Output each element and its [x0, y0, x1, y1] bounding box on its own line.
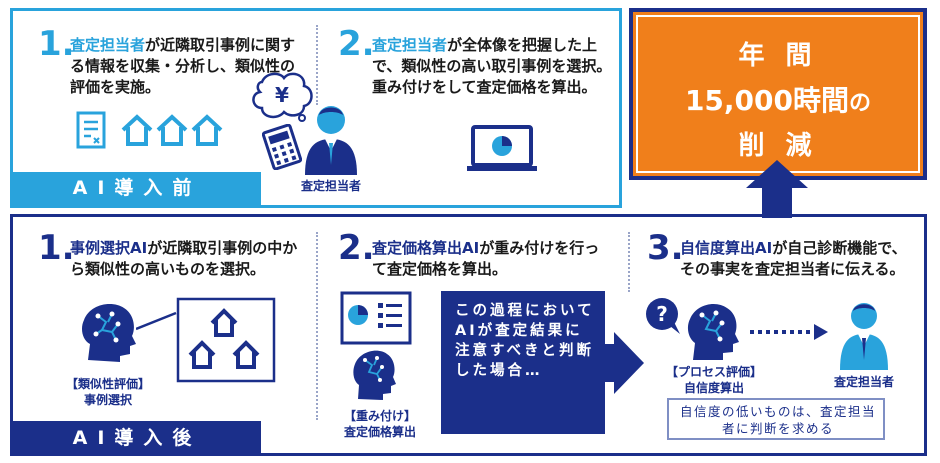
after-divider-2: [628, 232, 630, 292]
after-step3-number: 3.: [647, 228, 684, 268]
calculator-icon: [262, 124, 302, 170]
result-line2: 15,000時間の: [638, 79, 918, 119]
document-icon: [76, 111, 106, 149]
before-step2-desc: が全体像を把握した上で、類似性の高い取引事例を選択。重み付けをして査定価格を算出…: [372, 36, 612, 96]
after-step1-caption: 【類似性評価】 事例選択: [56, 376, 160, 408]
question-icon: ?: [646, 298, 680, 334]
after-step1-number: 1.: [38, 228, 75, 268]
ai-note-text: この過程においてAIが査定結果に注意すべきと判断した場合…: [455, 303, 595, 379]
after-step1-text: 事例選択AIが近隣取引事例の中から類似性の高いものを選択。: [70, 238, 304, 280]
confidence-note-box: 自信度の低いものは、査定担当者に判断を求める: [667, 398, 885, 440]
result-particle: の: [849, 91, 872, 116]
before-label: AI導入前: [13, 172, 261, 205]
after-step3-caption: 【プロセス評価】 自信度算出: [662, 364, 766, 396]
after-divider-1: [316, 232, 318, 420]
thought-bubble-yen-icon: ¥: [252, 72, 313, 122]
yen-glyph: ¥: [275, 83, 289, 107]
after-step2-caption1: 【重み付け】: [343, 409, 416, 423]
after-step2-caption2: 査定価格算出: [343, 425, 416, 439]
before-divider: [316, 25, 318, 105]
laptop-chart-icon: [467, 125, 537, 171]
person-icon-2: [840, 303, 888, 370]
ai-head-icon-3: [687, 303, 739, 360]
after-step3-role: 自信度算出AI: [680, 239, 773, 257]
after-step1-desc: が近隣取引事例の中から類似性の高いものを選択。: [70, 239, 298, 278]
before-step1-number: 1.: [38, 24, 75, 64]
arrow-right-icon: [600, 332, 644, 394]
before-step1-text: 査定担当者が近隣取引事例に関する情報を収集・分析し、類似性の評価を実施。: [70, 35, 300, 98]
before-step2-text: 査定担当者が全体像を把握した上で、類似性の高い取引事例を選択。重み付けをして査定…: [372, 35, 612, 98]
after-step2-text: 査定価格算出AIが重み付けを行って査定価格を算出。: [372, 238, 612, 280]
report-icon: [340, 291, 412, 345]
before-step2-role: 査定担当者: [372, 36, 448, 54]
after-step2-role: 査定価格算出AI: [372, 239, 480, 257]
ai-note-box: この過程においてAIが査定結果に注意すべきと判断した場合…: [441, 291, 605, 434]
result-hours: 15,000: [684, 84, 794, 117]
after-step3-caption1: 【プロセス評価】: [665, 365, 762, 379]
confidence-note-text: 自信度の低いものは、査定担当者に判断を求める: [679, 404, 876, 436]
after-step1-role: 事例選択AI: [70, 239, 148, 257]
before-step2-number: 2.: [338, 24, 375, 64]
houses-icon: [121, 114, 223, 146]
result-line3: 削 減: [738, 131, 818, 161]
result-line1: 年 間: [738, 41, 818, 71]
person-icon: [305, 106, 357, 175]
result-inner: 年 間 15,000時間の 削 減: [636, 15, 920, 173]
arrow-up-stem: [762, 210, 792, 218]
before-step1-desc: が近隣取引事例に関する情報を収集・分析し、類似性の評価を実施。: [70, 36, 296, 96]
after-label: AI導入後: [13, 421, 261, 455]
after-step1-caption1: 【類似性評価】: [65, 377, 150, 391]
after-step2-number: 2.: [338, 228, 375, 268]
result-unit: 時間: [793, 84, 850, 117]
after-step3-desc: が自己診断機能で、その事実を査定担当者に伝える。: [680, 239, 907, 278]
result-box: 年 間 15,000時間の 削 減: [629, 8, 927, 180]
after-person-caption: 査定担当者: [833, 375, 894, 389]
after-step2-desc: が重み付けを行って査定価格を算出。: [372, 239, 600, 278]
before-step1-role: 査定担当者: [70, 36, 146, 54]
house-icon: [176, 297, 276, 383]
after-step3-text: 自信度算出AIが自己診断機能で、その事実を査定担当者に伝える。: [680, 238, 912, 280]
question-glyph: ?: [656, 302, 668, 326]
connector-line: [136, 311, 177, 331]
after-step3-caption2: 自信度算出: [683, 381, 744, 395]
ai-head-icon-2: [353, 350, 396, 400]
dotted-arrow-icon: [750, 324, 828, 340]
after-step1-caption2: 事例選択: [83, 393, 132, 407]
after-step2-caption: 【重み付け】 査定価格算出: [328, 408, 432, 440]
ai-head-icon: [82, 304, 136, 362]
arrow-up-icon: [746, 160, 808, 216]
before-person-caption: 査定担当者: [300, 179, 361, 193]
